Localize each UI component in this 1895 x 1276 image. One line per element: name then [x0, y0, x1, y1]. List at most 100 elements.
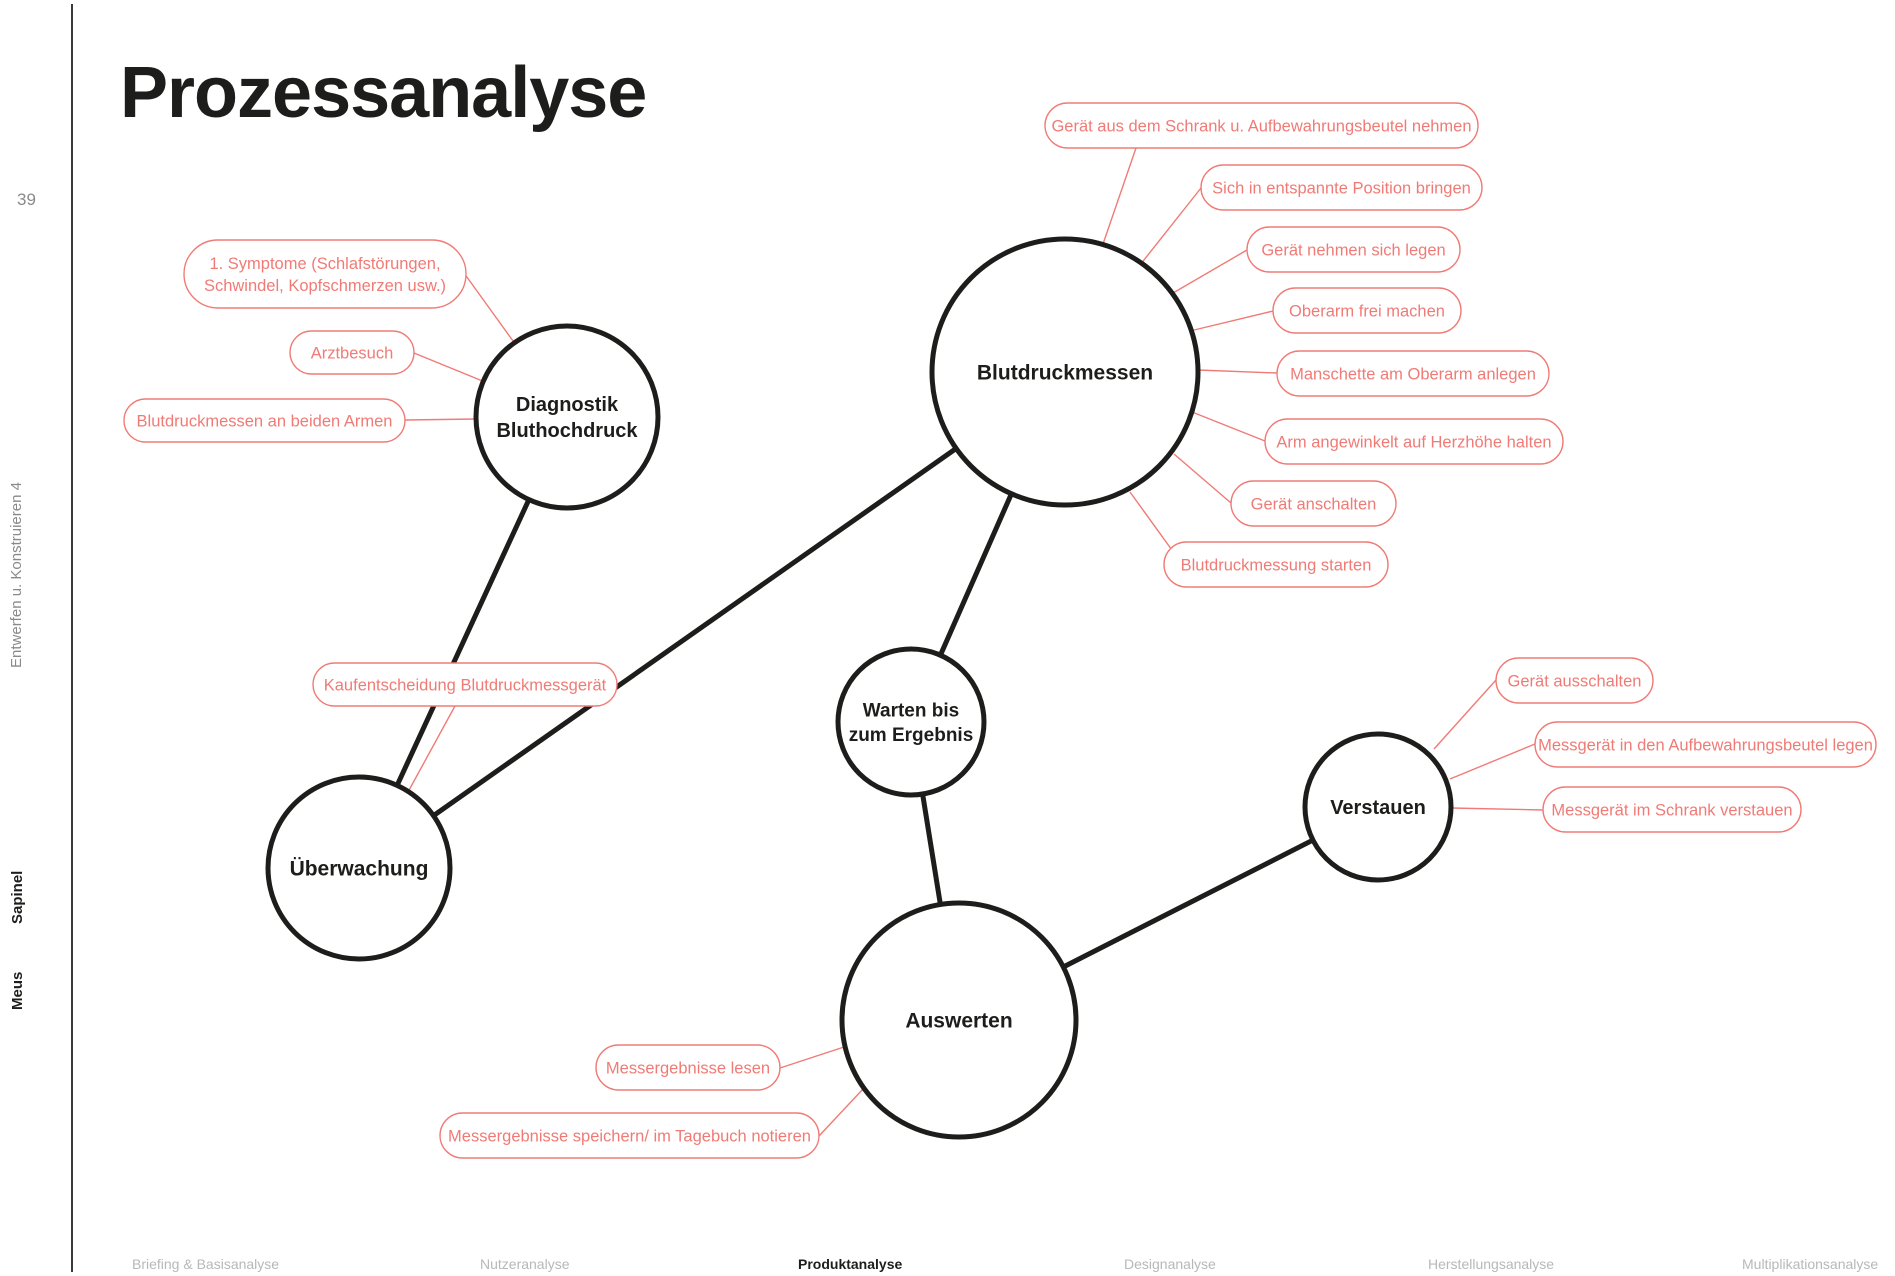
node-label: zum Ergebnis — [849, 725, 974, 746]
step-label-pill — [289, 330, 415, 375]
node-blutdruckmessen: Blutdruckmessen — [929, 236, 1201, 508]
leader-line — [1102, 147, 1137, 245]
edge-ueberwachung-blutdruckmessen — [430, 445, 959, 819]
step-label-pill — [1542, 786, 1802, 833]
edge-diagnostik-ueberwachung — [394, 497, 532, 788]
step-label-text: Blutdruckmessung starten — [1181, 556, 1372, 574]
leader-line — [779, 1046, 845, 1069]
leader-line — [463, 272, 514, 342]
node-circle — [839, 900, 1079, 1140]
leader-line — [413, 352, 486, 383]
step-label: Blutdruckmessen an beiden Armen — [123, 398, 406, 443]
node-label: Verstauen — [1330, 797, 1426, 819]
node-warten: Warten bis zum Ergebnis — [835, 646, 987, 798]
step-label-text: Gerät anschalten — [1251, 495, 1377, 513]
step-label-text: Messgerät in den Aufbewahrungsbeutel leg… — [1538, 736, 1873, 754]
step-label-text: Oberarm frei machen — [1289, 302, 1445, 320]
step-label-text: Gerät aus dem Schrank u. Aufbewahrungsbe… — [1051, 117, 1471, 135]
step-label-text: Messergebnisse speichern/ im Tagebuch no… — [448, 1127, 811, 1145]
step-label-text: 1. Symptome (Schlafstörungen, — [209, 255, 440, 273]
node-label: Überwachung — [290, 857, 429, 880]
leader-line — [1450, 807, 1544, 811]
step-label-pill — [123, 398, 406, 443]
nav-item-designanalyse[interactable]: Designanalyse — [1124, 1256, 1216, 1272]
nav-item-briefing[interactable]: Briefing & Basisanalyse — [132, 1256, 280, 1272]
nav-item-produktanalyse[interactable]: Produktanalyse — [798, 1256, 903, 1272]
step-label: Arm angewinkelt auf Herzhöhe halten — [1264, 418, 1564, 465]
leader-line — [1139, 187, 1202, 266]
page-title: Prozessanalyse — [120, 53, 647, 133]
step-labels: 1. Symptome (Schlafstörungen, Schwindel, … — [123, 102, 1877, 1159]
step-label-pill — [1272, 287, 1462, 334]
leader-line — [1433, 679, 1497, 750]
edge-warten-auswerten — [920, 791, 943, 907]
step-label-pill — [439, 1112, 820, 1159]
step-label-text: Sich in entspannte Position bringen — [1212, 179, 1471, 197]
leader-lines — [404, 147, 1544, 1137]
leader-line — [1173, 453, 1232, 504]
step-label-pill — [1163, 541, 1389, 588]
nav-item-nutzeranalyse[interactable]: Nutzeranalyse — [480, 1256, 570, 1272]
step-label-pill — [1200, 164, 1483, 211]
node-circle — [929, 236, 1201, 508]
nav-item-herstellungsanalyse[interactable]: Herstellungsanalyse — [1428, 1256, 1555, 1272]
node-auswerten: Auswerten — [839, 900, 1079, 1140]
step-label-pill — [1264, 418, 1564, 465]
node-label: Warten bis — [863, 700, 959, 721]
node-label: Blutdruckmessen — [977, 361, 1153, 384]
step-label: Sich in entspannte Position bringen — [1200, 164, 1483, 211]
node-ueberwachung: Überwachung — [265, 774, 453, 962]
step-label: Oberarm frei machen — [1272, 287, 1462, 334]
step-label-text: Arm angewinkelt auf Herzhöhe halten — [1276, 433, 1551, 451]
step-label-pill — [1495, 657, 1654, 704]
step-label-pill — [1246, 226, 1461, 273]
step-label: Gerät anschalten — [1230, 480, 1397, 527]
step-label: Gerät ausschalten — [1495, 657, 1654, 704]
node-circle — [265, 774, 453, 962]
leader-line — [1191, 411, 1266, 442]
margin-rule — [71, 4, 73, 1272]
step-label-pill — [1276, 350, 1550, 397]
step-label-pill — [1044, 102, 1479, 149]
nav-item-multiplikationsanalyse[interactable]: Multiplikationsanalyse — [1742, 1256, 1879, 1272]
node-label: Diagnostik — [516, 394, 619, 416]
step-label-text: Manschette am Oberarm anlegen — [1290, 365, 1536, 383]
step-label: Manschette am Oberarm anlegen — [1276, 350, 1550, 397]
node-circle — [1302, 731, 1454, 883]
step-label-text: Messergebnisse lesen — [606, 1059, 770, 1077]
step-label: Arztbesuch — [289, 330, 415, 375]
node-label: Bluthochdruck — [496, 420, 638, 442]
leader-line — [1449, 743, 1536, 780]
edge-blutdruckmessen-warten — [937, 491, 1014, 658]
node-circle — [835, 646, 987, 798]
page-number: 39 — [17, 190, 36, 209]
step-label-text: Gerät ausschalten — [1508, 672, 1642, 690]
step-label-text: Kaufentscheidung Blutdruckmessgerät — [324, 676, 607, 694]
step-label: Messergebnisse speichern/ im Tagebuch no… — [439, 1112, 820, 1159]
step-label-pill — [1534, 721, 1877, 768]
step-label-text: Schwindel, Kopfschmerzen usw.) — [204, 277, 446, 295]
step-label-pill — [312, 662, 618, 707]
leader-line — [1197, 369, 1278, 374]
step-label: Kaufentscheidung Blutdruckmessgerät — [312, 662, 618, 707]
edge-auswerten-verstauen — [1060, 837, 1316, 970]
step-label-pill — [183, 239, 467, 309]
step-label: Gerät aus dem Schrank u. Aufbewahrungsbe… — [1044, 102, 1479, 149]
step-label: Blutdruckmessung starten — [1163, 541, 1389, 588]
node-verstauen: Verstauen — [1302, 731, 1454, 883]
step-label-text: Messgerät im Schrank verstauen — [1551, 801, 1792, 819]
step-label-pill — [1230, 480, 1397, 527]
step-label-text: Arztbesuch — [311, 344, 394, 362]
step-label: Messgerät im Schrank verstauen — [1542, 786, 1802, 833]
step-label-text: Blutdruckmessen an beiden Armen — [137, 412, 393, 430]
leader-line — [1189, 310, 1274, 332]
step-label-pill — [595, 1044, 781, 1091]
step-label: Gerät nehmen sich legen — [1246, 226, 1461, 273]
step-label-text: Gerät nehmen sich legen — [1261, 241, 1445, 259]
node-label: Auswerten — [905, 1009, 1012, 1032]
leader-line — [1172, 249, 1248, 294]
